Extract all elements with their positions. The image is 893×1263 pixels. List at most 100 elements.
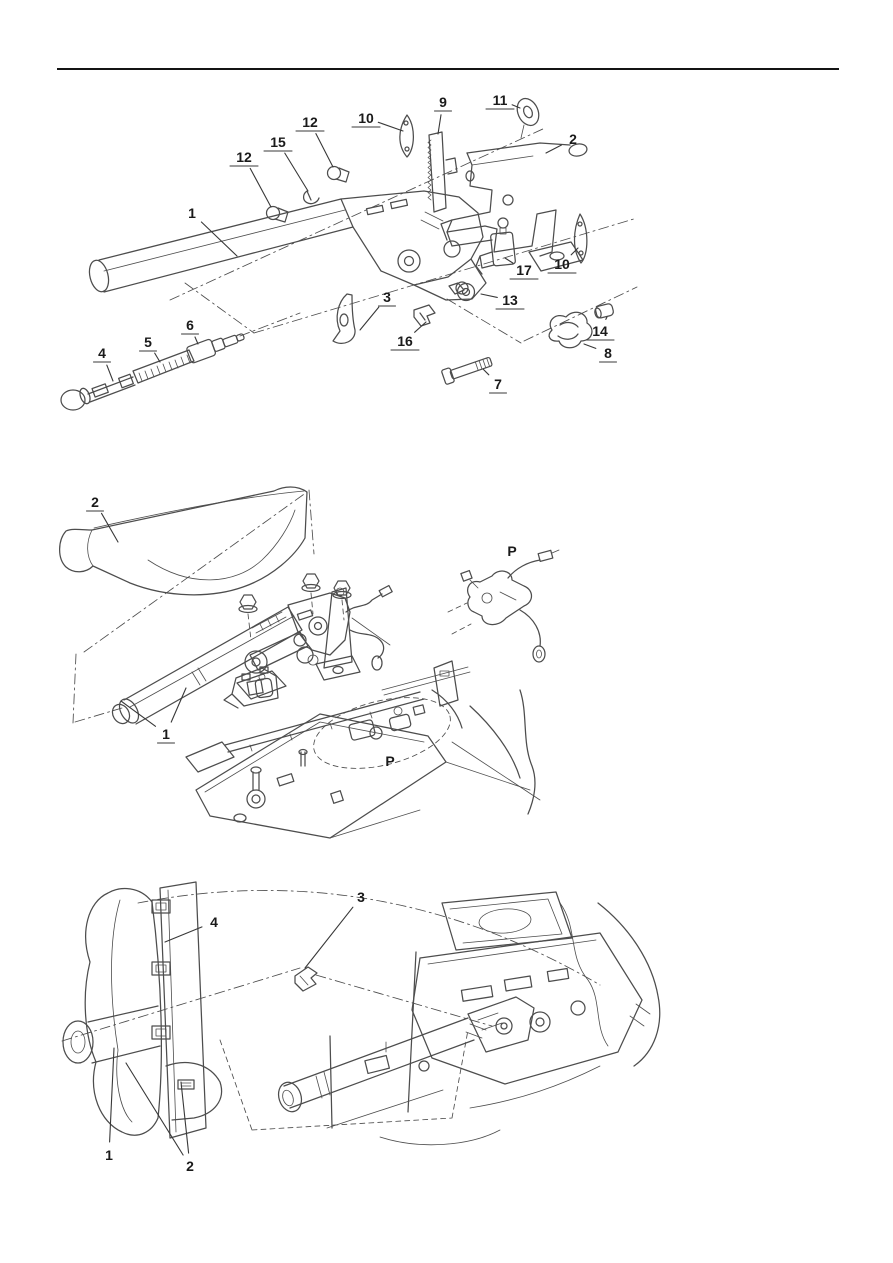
part-screw-12a [326, 165, 350, 183]
centerline [308, 489, 315, 555]
callout-leader-line [109, 1047, 115, 1143]
centerline [523, 286, 638, 342]
callout-leader-line [583, 343, 597, 349]
part-bushing-13 [448, 282, 476, 302]
callout-leader-line [437, 114, 442, 135]
part-plate-10a [399, 114, 414, 158]
part-ring-11 [516, 97, 540, 139]
callout-label-5: 5 [144, 334, 152, 350]
callout-label-4: 4 [210, 914, 218, 930]
callout-leader-line [414, 321, 427, 333]
centerline [253, 217, 638, 334]
callout-label-11: 11 [493, 92, 508, 108]
callout-leader-line [154, 352, 161, 363]
callout-leader-line [377, 121, 404, 132]
callout-label-1: 1 [105, 1147, 113, 1163]
part-lever-body [88, 190, 487, 301]
callout-leader-line [304, 906, 354, 969]
part-clip-15 [302, 190, 320, 205]
callout-leader-line [284, 152, 309, 192]
callout-label-15: 15 [270, 134, 286, 150]
part-clip-3 [294, 966, 318, 992]
callout-label-14: 14 [592, 323, 608, 339]
callout-label-8: 8 [604, 345, 612, 361]
callout-leader-line [125, 1062, 184, 1156]
callout-label-10: 10 [554, 256, 570, 272]
callout-label-3: 3 [383, 289, 391, 305]
callout-leader-line [200, 221, 238, 257]
centerline [74, 707, 123, 723]
callout-leader-line [180, 1081, 190, 1154]
part-wiring-harness [345, 584, 393, 671]
part-bracket-2 [440, 142, 588, 272]
centerline [446, 298, 522, 344]
callouts-layer: 3 4 1 2 [105, 889, 365, 1174]
callout-leader-line [315, 133, 334, 168]
callout-leader-line [359, 306, 380, 331]
callout-label-12: 12 [236, 149, 252, 165]
part-toothed-rack-9 [427, 131, 458, 213]
part-plate-10b [573, 213, 588, 264]
part-cap-14 [594, 303, 614, 319]
callout-label-13: 13 [502, 292, 518, 308]
centerline [184, 282, 255, 334]
callout-label-2: 2 [569, 131, 577, 147]
callout-label-2: 2 [186, 1158, 194, 1174]
part-clip-16 [413, 304, 436, 327]
callout-leader-line [545, 144, 563, 154]
callout-leader-line [194, 336, 199, 345]
header-rule [57, 68, 839, 70]
centerline [239, 312, 301, 337]
callout-leader-line [480, 293, 498, 298]
callout-label-2: 2 [91, 494, 99, 510]
callout-leader-line [570, 247, 579, 256]
callout-leader-line [605, 316, 608, 320]
callout-label-10: 10 [358, 110, 374, 126]
callout-label-3: 3 [357, 889, 365, 905]
callout-label-1: 1 [162, 726, 170, 742]
centerline [72, 653, 77, 724]
callout-label-4: 4 [98, 345, 106, 361]
part-grip-and-boot [62, 881, 223, 1139]
callout-leader-line [504, 257, 514, 264]
part-switch-detail-P [447, 549, 560, 663]
callout-leader-line [164, 926, 203, 943]
callout-label-7: 7 [494, 376, 502, 392]
callout-leader-line [120, 700, 157, 727]
part-boot [59, 486, 308, 596]
part-floor-console [185, 660, 541, 839]
part-rod-assembly [60, 333, 245, 411]
callout-leader-line [249, 167, 272, 208]
callout-label-1: 1 [188, 205, 196, 221]
part-pawl-3 [332, 293, 356, 344]
callout-leader-line [100, 512, 119, 543]
centerline [169, 127, 546, 301]
centerline [83, 491, 308, 653]
callout-label-9: 9 [439, 94, 447, 110]
part-bolt-7 [441, 356, 493, 385]
callout-label-P: P [507, 543, 516, 559]
callout-label-6: 6 [186, 317, 194, 333]
callout-label-17: 17 [516, 262, 532, 278]
callout-label-12: 12 [302, 114, 318, 130]
part-flange-nuts [238, 573, 352, 641]
part-lever-assembly [111, 587, 361, 725]
part-clamp-8 [548, 311, 593, 349]
callout-leader-line [511, 104, 521, 109]
part-console-assembly [277, 891, 661, 1146]
part-screw-12b [265, 205, 289, 223]
callout-leader-line [482, 368, 490, 376]
callout-leader-line [106, 364, 114, 382]
figure-installation-view: 3 4 1 2 [61, 881, 661, 1174]
callout-label-P: P [385, 753, 394, 769]
centerline [61, 967, 301, 1042]
centerline [137, 890, 601, 986]
guide-dashes [219, 1029, 469, 1131]
part-switch-17 [475, 217, 516, 275]
